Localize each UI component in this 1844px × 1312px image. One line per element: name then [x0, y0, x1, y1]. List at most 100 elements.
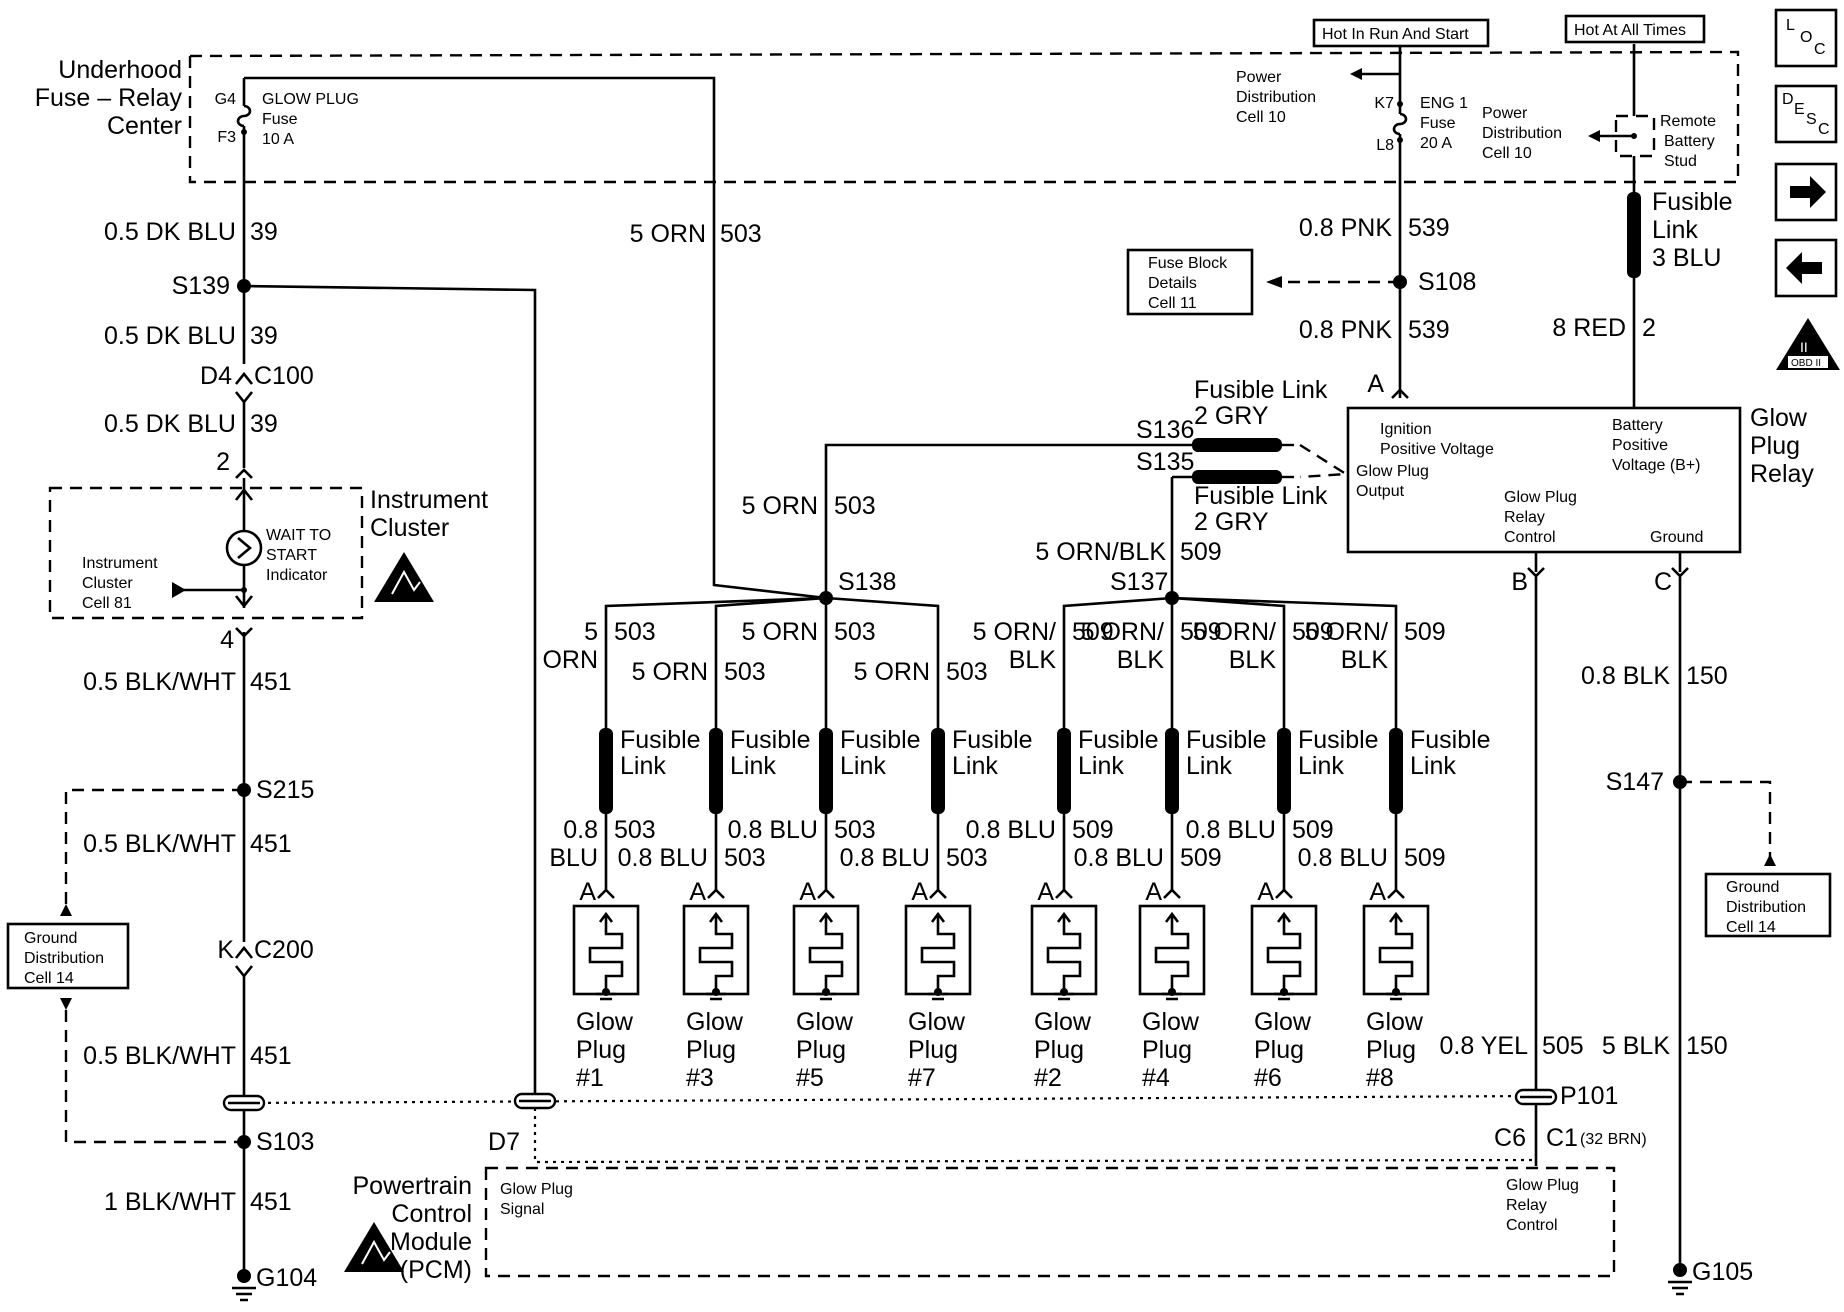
fuse-center-title-2: Fuse – Relay	[35, 84, 183, 112]
relay-out-2: Output	[1356, 483, 1405, 500]
wire-150-a-circuit: 150	[1686, 662, 1728, 690]
branch-upper-circuit: 509	[1072, 618, 1114, 646]
fusible-link-label-2: Link	[620, 752, 666, 780]
branch-lower-circuit: 503	[946, 844, 988, 872]
connector-c100: C100	[254, 362, 314, 390]
wire-39-b-circuit: 39	[250, 322, 278, 350]
glow-plug-name-2: Plug	[1366, 1036, 1416, 1064]
glow-plug-name-2: Plug	[1254, 1036, 1304, 1064]
relay-batt-2: Positive	[1612, 437, 1668, 454]
arrow-left-icon	[1786, 252, 1822, 284]
svg-text:OBD II: OBD II	[1791, 358, 1821, 369]
nav-prev-button[interactable]	[1774, 238, 1838, 298]
glow-plug-name-1: Glow	[576, 1008, 634, 1036]
svg-text:Hot In Run And Start: Hot In Run And Start	[1322, 26, 1469, 43]
plug-connector	[1055, 888, 1073, 899]
relay-ctrl-3: Control	[1504, 529, 1556, 546]
glow-fuse-line-3: 10 A	[262, 131, 294, 148]
fusible-link-2	[709, 728, 723, 814]
relay-title-3: Relay	[1750, 460, 1814, 488]
fusible-link-1	[599, 728, 613, 814]
fusible-link-label: Fusible	[620, 726, 701, 754]
wire-509-mid-circuit: 509	[1180, 538, 1222, 566]
branch-upper-circuit: 503	[834, 618, 876, 646]
branch-upper-circuit: 503	[724, 658, 766, 686]
branch-upper-circuit: 503	[946, 658, 988, 686]
wire-39-a-circuit: 39	[250, 218, 278, 246]
arrow-right-icon	[1790, 176, 1826, 208]
fusible-link-7	[1277, 728, 1291, 814]
glow-plug-fuse: G4 F3 GLOW PLUG Fuse 10 A	[215, 78, 359, 182]
branch-upper-color: 5 ORN	[742, 618, 818, 646]
plug-connector-a: A	[911, 878, 928, 906]
wire-509-mid: 5 ORN/BLK	[1035, 538, 1166, 566]
eng-fuse-1: ENG 1	[1420, 95, 1468, 112]
branch-upper-color: 5 ORN	[632, 658, 708, 686]
pcm-title-2: Control	[391, 1200, 472, 1228]
splice-s138-label: S138	[838, 568, 896, 596]
glow-plug-name-2: Plug	[1142, 1036, 1192, 1064]
glow-plug-name-3: #6	[1254, 1064, 1282, 1092]
wire-503-mid-circuit: 503	[834, 492, 876, 520]
relay-ground: Ground	[1650, 529, 1703, 546]
fuse-block-details: Fuse Block Details Cell 11	[1126, 248, 1254, 316]
svg-text:Hot At All Times: Hot At All Times	[1574, 22, 1686, 39]
plug-connector	[597, 888, 615, 899]
connector-c1: C1	[1546, 1124, 1578, 1152]
fusible-link-label: Fusible	[1078, 726, 1159, 754]
nav-next-button[interactable]	[1774, 162, 1838, 222]
ground-g105-label: G105	[1692, 1258, 1753, 1286]
nav-desc-button[interactable]: D E S C	[1774, 84, 1838, 144]
glow-plug-branch-1	[572, 596, 827, 1001]
fusible-link-s135	[1192, 470, 1282, 484]
branch-lower-circuit: 503	[834, 816, 876, 844]
fuse-bottom-terminal: F3	[217, 129, 236, 146]
eng-fuse-bottom: L8	[1376, 137, 1394, 154]
relay-ign-1: Ignition	[1380, 421, 1432, 438]
nav-loc-button[interactable]: L O C	[1774, 8, 1838, 68]
plug-connector	[1387, 888, 1405, 899]
fusible-link-4	[931, 728, 945, 814]
connector-c200: C200	[254, 936, 314, 964]
relay-title-1: Glow	[1750, 404, 1808, 432]
svg-text:O: O	[1800, 29, 1812, 46]
fusible-link-label-2: Link	[840, 752, 886, 780]
svg-text:C: C	[1818, 121, 1830, 138]
glow-plug-branch-7	[1171, 596, 1318, 1001]
plug-connector-a: A	[1369, 878, 1386, 906]
heating-element	[1154, 911, 1190, 990]
branch-lower-color: 0.8 BLU	[966, 816, 1056, 844]
fusible-link-label-2: Link	[1298, 752, 1344, 780]
glow-plug-name-3: #1	[576, 1064, 604, 1092]
fl-2gry-a-1: Fusible Link	[1194, 376, 1328, 404]
connector-c1-note: (32 BRN)	[1580, 1131, 1647, 1148]
wire-503-mid: 5 ORN	[742, 492, 818, 520]
indicator-line-3: Indicator	[266, 567, 328, 584]
glow-fuse-line-1: GLOW PLUG	[262, 91, 359, 108]
heating-element	[920, 911, 956, 990]
heating-element	[1378, 911, 1414, 990]
wire-451-a-circuit: 451	[250, 668, 292, 696]
fbd-2: Details	[1148, 275, 1197, 292]
splice-s139-label: S139	[172, 272, 230, 300]
branch-lower-circuit: 509	[1072, 816, 1114, 844]
fusible-link-label-2: Link	[1186, 752, 1232, 780]
glow-plug-branch-2	[682, 596, 827, 1001]
connector-b: B	[1511, 568, 1528, 596]
fusible-link-label-2: Link	[1410, 752, 1456, 780]
glow-plug-relay: Ignition Positive Voltage Glow Plug Outp…	[1346, 404, 1814, 554]
fusible-link-label: Fusible	[952, 726, 1033, 754]
branch-upper-circuit: 503	[614, 618, 656, 646]
plug-connector-a: A	[579, 878, 596, 906]
plug-connector	[707, 888, 725, 899]
glow-plug-branch-4	[825, 596, 972, 1001]
pcm-relay-ctrl-1: Glow Plug	[1506, 1177, 1579, 1194]
cluster-title-1: Instrument	[370, 486, 488, 514]
glow-plug-name-1: Glow	[1034, 1008, 1092, 1036]
branch-upper-color: 5 ORN/	[1081, 618, 1164, 646]
power-dist-2-a: Power	[1482, 105, 1528, 122]
glow-plug-name-3: #4	[1142, 1064, 1170, 1092]
glow-plug-name-1: Glow	[1142, 1008, 1200, 1036]
glow-plug-branch-5	[1030, 596, 1173, 1001]
